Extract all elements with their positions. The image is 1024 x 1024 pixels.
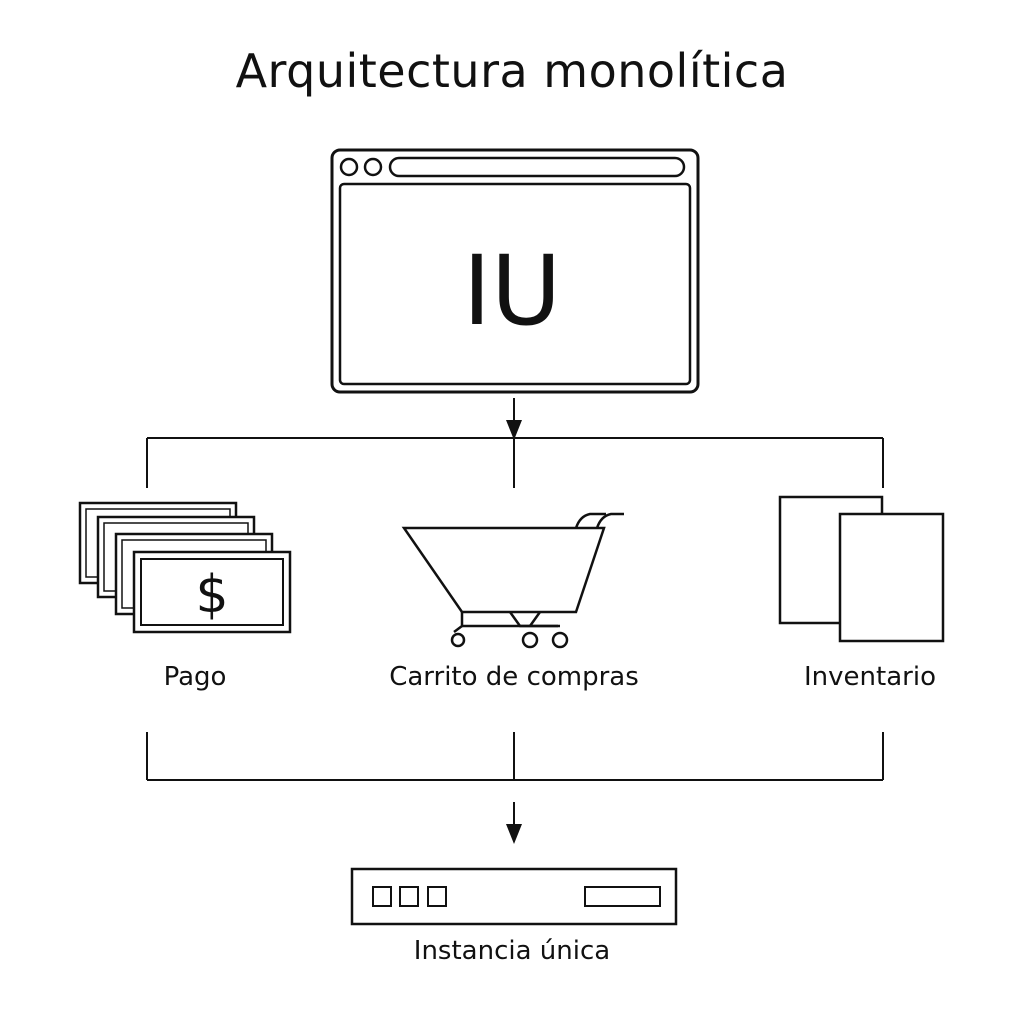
module-label-carrito: Carrito de compras — [389, 662, 639, 692]
instance-label: Instancia única — [413, 936, 611, 966]
ui-browser-window: IU — [330, 148, 700, 394]
ui-label: IU — [463, 235, 562, 347]
dollar-symbol: $ — [195, 565, 228, 625]
module-label-pago: Pago — [163, 662, 227, 692]
bottom-connector — [146, 732, 884, 781]
window-dot-icon — [339, 157, 359, 177]
address-bar — [388, 156, 686, 178]
documents-icon — [778, 495, 945, 643]
ui-content-area — [338, 182, 692, 386]
server-icon — [350, 867, 678, 926]
shopping-cart-icon — [401, 512, 624, 649]
module-label-inventario: Inventario — [804, 662, 936, 692]
window-dot-icon — [363, 157, 383, 177]
diagram-title: Arquitectura monolítica — [235, 44, 789, 98]
top-connector — [146, 437, 884, 488]
money-stack-icon: $ — [78, 501, 292, 634]
